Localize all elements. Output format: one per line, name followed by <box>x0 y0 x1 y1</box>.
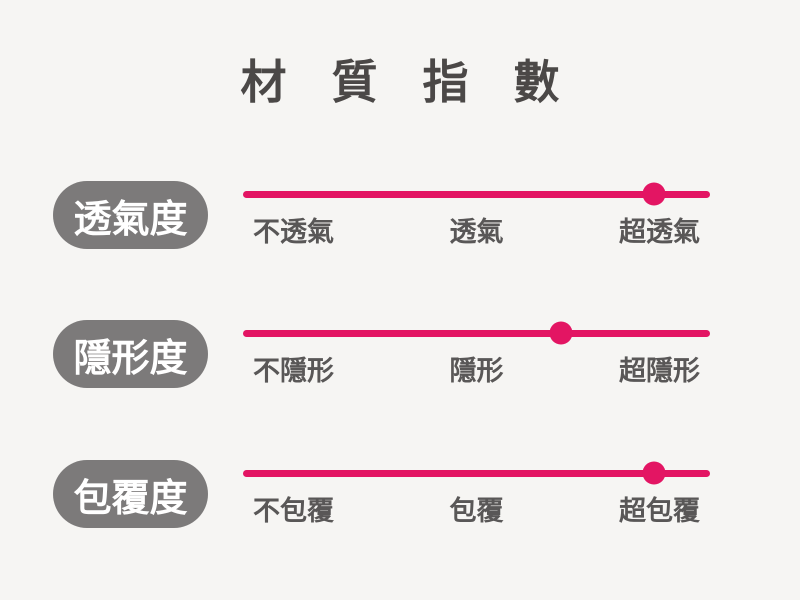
metric-pill-label: 包覆度 <box>73 477 188 520</box>
scale-labels: 不包覆 包覆 超包覆 <box>243 489 710 529</box>
slider-line <box>243 191 710 198</box>
scale-labels: 不透氣 透氣 超透氣 <box>243 210 710 250</box>
scale-label-low: 不透氣 <box>253 217 334 247</box>
metric-pill-label: 透氣度 <box>73 198 188 241</box>
metric-row-invisibility: 隱形度 不隱形 隱形 超隱形 <box>0 299 800 439</box>
metric-row-coverage: 包覆度 不包覆 包覆 超包覆 <box>0 439 800 579</box>
metric-pill-label: 隱形度 <box>73 337 188 380</box>
metric-pill: 透氣度 <box>53 181 208 249</box>
scale-label-low: 不包覆 <box>253 496 334 526</box>
scale-label-low: 不隱形 <box>253 356 334 386</box>
slider-line <box>243 330 710 337</box>
page-title: 材質指數 <box>240 56 605 108</box>
metric-row-breathability: 透氣度 不透氣 透氣 超透氣 <box>0 160 800 300</box>
slider-dot <box>642 461 666 485</box>
metric-pill: 包覆度 <box>53 460 208 528</box>
slider-dot <box>549 321 573 345</box>
slider-line <box>243 470 710 477</box>
scale-label-high: 超包覆 <box>619 496 700 526</box>
slider-track: 不透氣 透氣 超透氣 <box>243 160 710 300</box>
slider-track: 不隱形 隱形 超隱形 <box>243 299 710 439</box>
metric-pill: 隱形度 <box>53 320 208 388</box>
scale-label-mid: 隱形 <box>449 356 504 386</box>
scale-label-mid: 包覆 <box>449 496 504 526</box>
scale-label-high: 超透氣 <box>619 217 700 247</box>
scale-labels: 不隱形 隱形 超隱形 <box>243 349 710 389</box>
scale-label-mid: 透氣 <box>449 217 504 247</box>
scale-label-high: 超隱形 <box>619 356 700 386</box>
slider-dot <box>642 182 666 206</box>
slider-track: 不包覆 包覆 超包覆 <box>243 439 710 579</box>
